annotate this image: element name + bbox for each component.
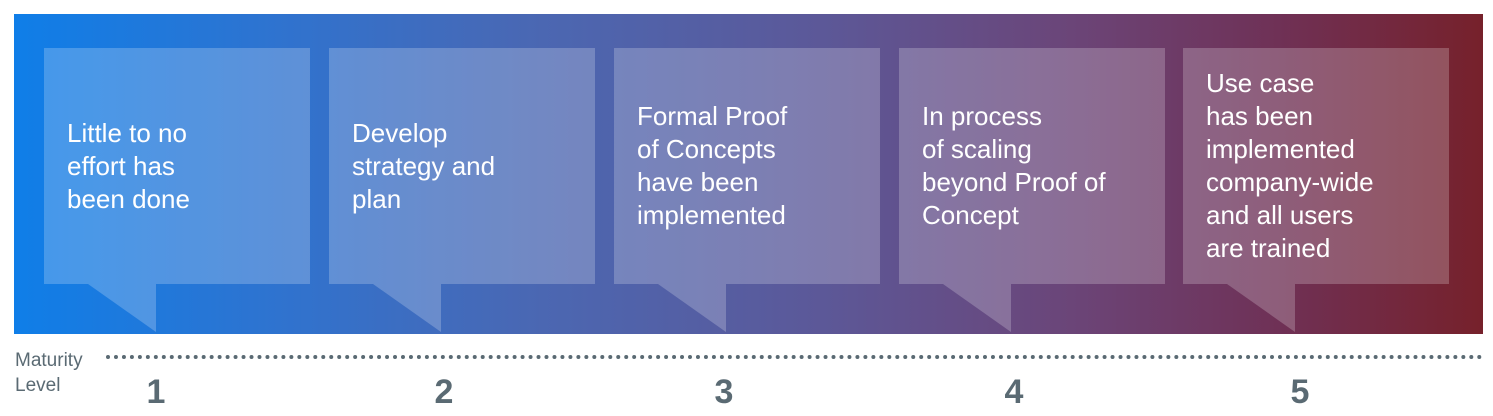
level-number-5: 5 [1290,373,1310,411]
level-number-2: 2 [434,373,454,411]
stage-text-4: In process of scaling beyond Proof of Co… [922,101,1106,230]
maturity-level-label: Maturity Level [15,350,83,396]
stage-text-5: Use case has been implemented company-wi… [1206,68,1374,263]
level-number-4: 4 [1004,373,1024,411]
level-number-3: 3 [714,373,734,411]
level-number-1: 1 [146,373,166,411]
stage-text-3: Formal Proof of Concepts have been imple… [637,101,788,230]
stage-bubble-1: Little to no effort has been done [44,48,310,284]
stage-bubble-3: Formal Proof of Concepts have been imple… [614,48,880,284]
stage-bubble-5: Use case has been implemented company-wi… [1183,48,1449,284]
stage-bubble-4: In process of scaling beyond Proof of Co… [899,48,1165,284]
stage-text-2: Develop strategy and plan [352,117,496,214]
maturity-dotted-axis [106,355,1483,359]
stage-text-1: Little to no effort has been done [67,117,190,214]
stage-bubble-2: Develop strategy and plan [329,48,595,284]
